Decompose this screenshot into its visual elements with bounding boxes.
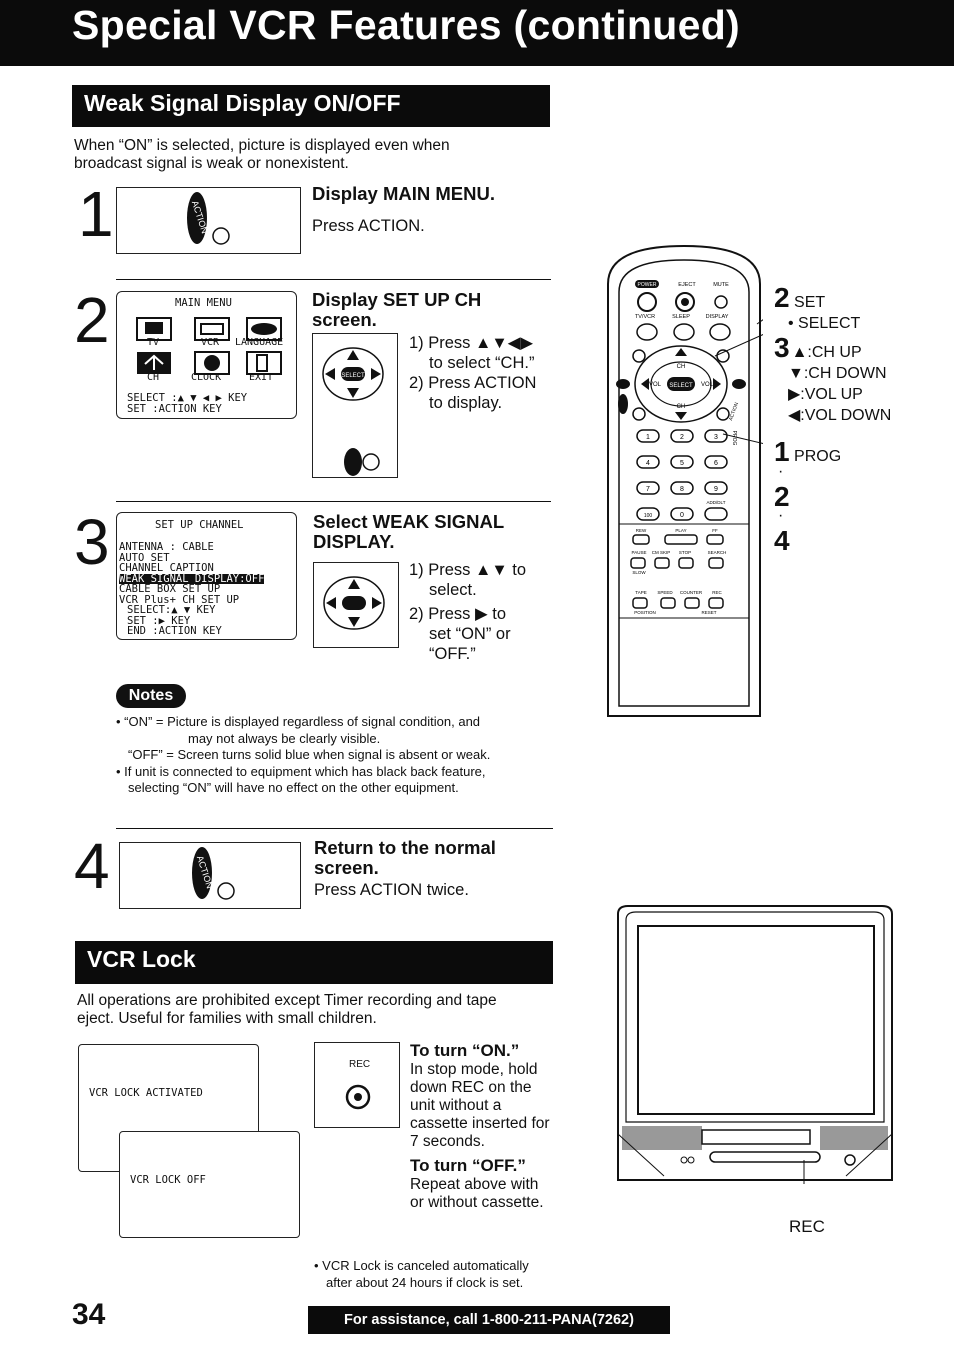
action-button-illustration: ACTION — [116, 187, 301, 254]
svg-text:SELECT: SELECT — [669, 383, 693, 389]
svg-text:SELECT: SELECT — [341, 373, 365, 379]
svg-text:PAUSE: PAUSE — [632, 550, 647, 555]
svg-text:TV/VCR: TV/VCR — [635, 314, 655, 320]
divider — [116, 279, 551, 280]
step-4-title: Return to the normal screen. — [314, 837, 496, 878]
step-1-number: 1 — [78, 178, 114, 250]
svg-text:SPEED: SPEED — [657, 590, 673, 595]
page-title: Special VCR Features (continued) — [72, 2, 741, 48]
tv-vcr-illustration — [614, 904, 896, 1214]
step-3-number: 3 — [74, 506, 110, 578]
remote-control: POWER EJECT MUTE TV/VCR SLEEP DISPLAY SE… — [605, 244, 792, 718]
svg-text:6: 6 — [714, 460, 718, 467]
action-button-illustration: ACTION — [119, 842, 301, 909]
step-2-number: 2 — [74, 284, 110, 356]
divider — [116, 501, 551, 502]
svg-text:SEARCH: SEARCH — [708, 550, 727, 555]
svg-text:FF: FF — [712, 528, 718, 533]
notes-badge: Notes — [116, 684, 186, 708]
rec-button-illustration: REC — [314, 1042, 400, 1128]
svg-text:VOL: VOL — [649, 382, 662, 388]
divider — [116, 828, 553, 829]
svg-text:1: 1 — [646, 434, 650, 441]
svg-text:SLEEP: SLEEP — [672, 314, 690, 320]
step-1-text: Press ACTION. — [312, 217, 425, 235]
svg-text:PLAY: PLAY — [675, 528, 686, 533]
step-3-instructions: 1) Press ▲▼ to select. 2) Press ▶ to set… — [409, 561, 527, 663]
svg-text:CM SKIP: CM SKIP — [652, 550, 671, 555]
svg-text:POSITION: POSITION — [634, 610, 656, 615]
svg-text:CH: CH — [677, 364, 686, 370]
tv-rec-label: REC — [789, 1217, 825, 1236]
vcr-lock-off-screen: VCR LOCK OFF — [119, 1131, 300, 1238]
svg-text:100: 100 — [644, 513, 653, 519]
svg-text:REW: REW — [636, 528, 647, 533]
weak-signal-highlighted-item: WEAK SIGNAL DISPLAY:OFF — [119, 572, 265, 585]
vcr-lock-section-title: VCR Lock — [75, 941, 553, 984]
remote-callouts: 2 SET • SELECT 3▲:CH UP ▼:CH DOWN ▶:VOL … — [774, 282, 892, 556]
svg-text:SLOW: SLOW — [632, 570, 646, 575]
vcr-lock-instructions: To turn “ON.” In stop mode, hold down RE… — [410, 1041, 550, 1211]
step-3-title: Select WEAK SIGNAL DISPLAY. — [313, 511, 505, 552]
svg-text:STOP: STOP — [679, 550, 691, 555]
weak-signal-intro: When “ON” is selected, picture is displa… — [74, 137, 450, 172]
step-1-title: Display MAIN MENU. — [312, 183, 495, 204]
step-2-title: Display SET UP CH screen. — [312, 289, 482, 330]
vcr-lock-intro: All operations are prohibited except Tim… — [77, 992, 497, 1027]
step-4-number: 4 — [74, 830, 110, 902]
svg-text:EJECT: EJECT — [678, 282, 696, 288]
svg-text:PROG: PROG — [731, 431, 737, 446]
svg-text:8: 8 — [680, 486, 684, 493]
header-bar — [0, 0, 954, 66]
svg-text:5: 5 — [680, 460, 684, 467]
svg-text:3: 3 — [714, 434, 718, 441]
remote-pad-illustration: SELECT — [312, 333, 398, 478]
svg-text:CH: CH — [677, 404, 686, 410]
assistance-banner: For assistance, call 1-800-211-PANA(7262… — [308, 1306, 670, 1334]
weak-signal-section-title: Weak Signal Display ON/OFF — [72, 85, 550, 127]
svg-text:MUTE: MUTE — [713, 282, 729, 288]
step-2-instructions: 1) Press ▲▼◀▶ to select “CH.” 2) Press A… — [409, 334, 537, 412]
svg-text:COUNTER: COUNTER — [680, 590, 703, 595]
svg-text:7: 7 — [646, 486, 650, 493]
main-menu-screen: MAIN MENU TV VCR LANGUAGE CH CLOCK EXIT … — [116, 291, 297, 419]
vcr-lock-note: • VCR Lock is canceled automatically aft… — [314, 1258, 529, 1290]
svg-text:TAPE: TAPE — [635, 590, 646, 595]
svg-text:POWER: POWER — [638, 282, 657, 288]
svg-text:RESET: RESET — [701, 610, 716, 615]
page-number: 34 — [72, 1298, 106, 1331]
step-4-text: Press ACTION twice. — [314, 881, 469, 899]
remote-pad-illustration — [313, 562, 399, 648]
svg-text:DISPLAY: DISPLAY — [706, 314, 729, 320]
svg-text:VOL: VOL — [701, 382, 714, 388]
svg-text:0: 0 — [680, 512, 684, 519]
notes-text: • “ON” = Picture is displayed regardless… — [116, 714, 491, 795]
svg-text:4: 4 — [646, 460, 650, 467]
svg-text:REC: REC — [712, 590, 722, 595]
svg-text:9: 9 — [714, 486, 718, 493]
svg-text:ADD/DLT: ADD/DLT — [707, 500, 726, 505]
svg-text:2: 2 — [680, 434, 684, 441]
setup-channel-screen: SET UP CHANNEL ANTENNA : CABLE AUTO SET … — [116, 512, 297, 640]
